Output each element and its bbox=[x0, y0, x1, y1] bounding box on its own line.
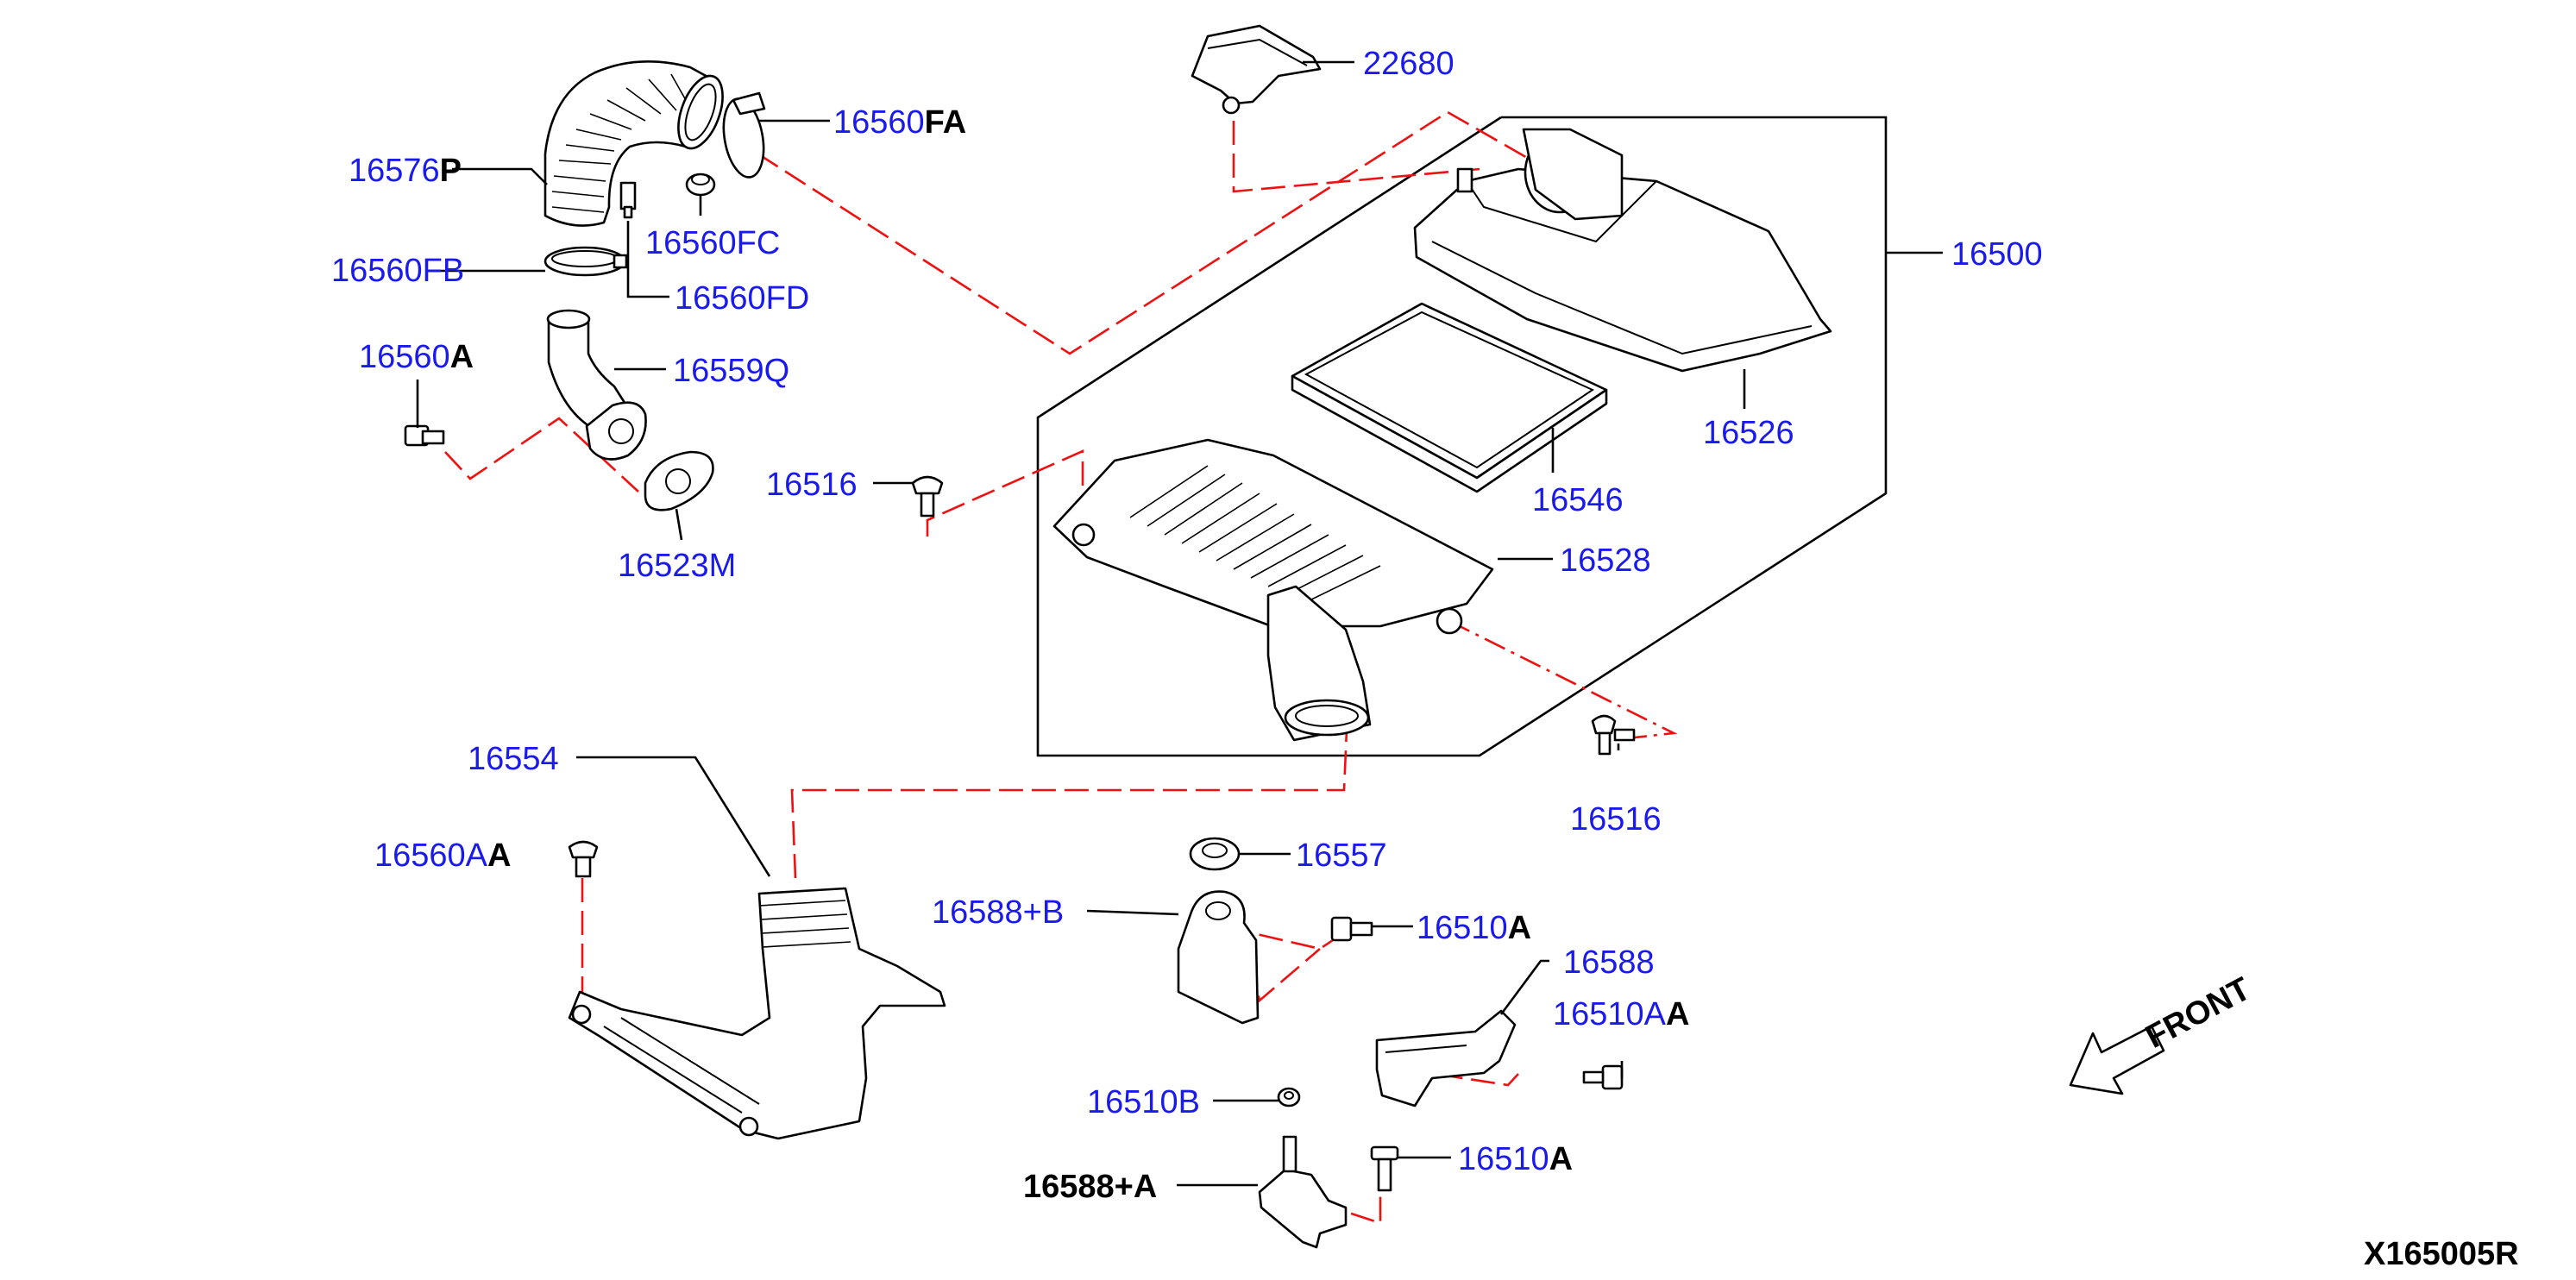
hose-clamp-fb bbox=[543, 246, 628, 277]
label-16559q: 16559Q bbox=[673, 353, 789, 389]
rubber-grommet bbox=[1189, 837, 1241, 871]
label-16523m: 16523M bbox=[618, 548, 736, 584]
label-16516-top: 16516 bbox=[766, 467, 858, 503]
label-16554: 16554 bbox=[468, 741, 559, 777]
label-16557: 16557 bbox=[1296, 838, 1387, 874]
label-16526: 16526 bbox=[1703, 415, 1794, 451]
bolt-16510a-2 bbox=[1370, 1145, 1399, 1192]
label-16588: 16588 bbox=[1563, 944, 1655, 981]
front-label: FRONT bbox=[2140, 970, 2257, 1056]
bolt-16510a-1 bbox=[1330, 916, 1373, 942]
label-16510b: 16510B bbox=[1087, 1084, 1200, 1120]
air-cleaner-lower-case bbox=[1052, 438, 1494, 742]
mass-air-flow-sensor bbox=[1191, 24, 1322, 115]
label-16560fd: 16560FD bbox=[675, 280, 809, 317]
air-inlet-duct bbox=[568, 887, 946, 1140]
bolt-16560a bbox=[404, 424, 445, 447]
label-16588a: 16588+A bbox=[1023, 1169, 1157, 1205]
hose-clamp-fa bbox=[722, 91, 766, 179]
label-16560aa: 16560AA bbox=[374, 838, 511, 874]
assembly-outline-16500 bbox=[1036, 116, 1943, 757]
bracket-16588-b bbox=[1177, 890, 1260, 1025]
label-16510a-2: 16510A bbox=[1458, 1141, 1573, 1177]
clip-16510b bbox=[1277, 1087, 1301, 1107]
label-16516-side: 16516 bbox=[1570, 801, 1662, 838]
label-16510a-1: 16510A bbox=[1417, 910, 1531, 946]
label-16560fc: 16560FC bbox=[645, 225, 780, 261]
bracket-16588-a bbox=[1258, 1135, 1348, 1249]
label-16576p: 16576P bbox=[349, 153, 462, 189]
bolt-16516-top bbox=[911, 475, 944, 518]
label-22680: 22680 bbox=[1363, 46, 1454, 82]
front-direction-arrow bbox=[2069, 1025, 2165, 1095]
label-16528: 16528 bbox=[1560, 543, 1651, 579]
label-16588b: 16588+B bbox=[932, 894, 1064, 931]
label-16560fb: 16560FB bbox=[331, 253, 464, 289]
bolt-16560aa bbox=[568, 840, 599, 878]
gasket bbox=[644, 450, 714, 511]
label-16500: 16500 bbox=[1951, 236, 2043, 273]
duct-elbow bbox=[546, 309, 647, 461]
bolt-16516-side bbox=[1591, 714, 1636, 756]
air-filter-element bbox=[1291, 302, 1608, 493]
leader-lines bbox=[416, 60, 1746, 1187]
bracket-16588 bbox=[1375, 1009, 1517, 1107]
connector-fd bbox=[619, 181, 637, 219]
air-intake-hose bbox=[543, 60, 724, 227]
label-16560a: 16560A bbox=[359, 339, 474, 375]
label-16560fa: 16560FA bbox=[833, 104, 966, 141]
label-16510aa: 16510AA bbox=[1553, 996, 1689, 1032]
bolt-16510aa bbox=[1582, 1064, 1624, 1090]
label-16546: 16546 bbox=[1532, 482, 1624, 518]
grommet-fc bbox=[685, 173, 716, 197]
air-cleaner-upper-cover bbox=[1413, 128, 1832, 373]
diagram-id: X165005R bbox=[2364, 1236, 2519, 1272]
